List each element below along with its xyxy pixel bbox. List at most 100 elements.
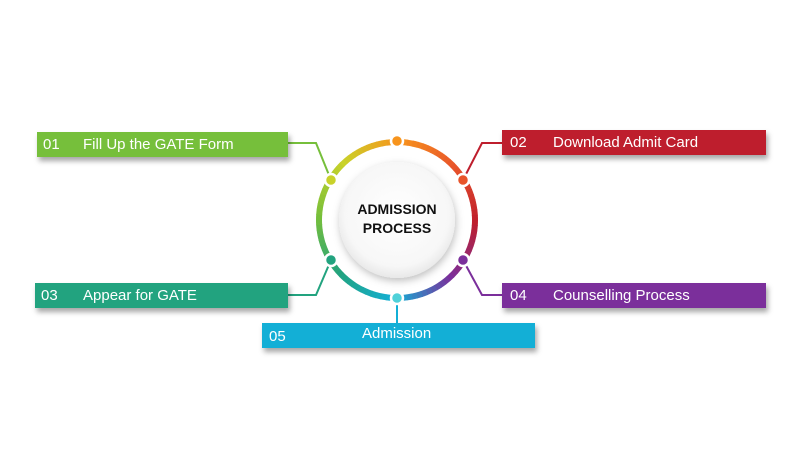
ring-segment <box>339 158 349 167</box>
ring-segment <box>375 292 383 300</box>
ring-segment <box>446 159 455 168</box>
step-01-bar: 01 Fill Up the GATE Form <box>37 132 288 157</box>
step-04-label: Counselling Process <box>553 287 690 304</box>
step-03-bar: 03 Appear for GATE <box>35 283 288 308</box>
ring-segment <box>316 203 324 211</box>
ring-node-03 <box>323 252 339 268</box>
ring-segment <box>318 193 327 201</box>
ring-segment <box>434 149 443 159</box>
step-04-number: 04 <box>510 287 527 304</box>
ring-segment <box>335 268 344 278</box>
center-title: ADMISSION PROCESS <box>332 200 462 238</box>
ring-segment <box>450 162 459 172</box>
ring-segment <box>438 279 447 288</box>
ring-segment <box>425 145 434 154</box>
ring-segment <box>318 238 326 247</box>
ring-segment <box>320 243 328 251</box>
ring-segment <box>360 286 369 295</box>
ring-segment <box>465 244 474 252</box>
ring-node-05 <box>389 290 405 306</box>
ring-segment <box>469 234 477 242</box>
ring-segment <box>471 224 478 232</box>
connector-line-03 <box>288 259 332 296</box>
ring-segment <box>365 288 373 297</box>
ring-segment <box>421 143 429 152</box>
center-title-line2: PROCESS <box>362 220 432 236</box>
ring-segment <box>420 289 428 297</box>
ring-segment <box>442 155 451 165</box>
ring-segment <box>381 139 388 147</box>
ring-segment <box>411 140 419 148</box>
step-05-bar: 05 Admission <box>262 323 535 348</box>
ring-segment <box>445 273 455 282</box>
ring-segment <box>470 229 478 237</box>
step-03-number: 03 <box>41 287 58 304</box>
ring-segment <box>356 147 365 156</box>
step-01-label: Fill Up the GATE Form <box>83 136 234 153</box>
connector-line-04 <box>462 259 502 296</box>
ring-segment <box>316 208 323 216</box>
ring-segment <box>351 281 360 291</box>
step-04-bar: 04 Counselling Process <box>502 283 766 308</box>
ring-segment <box>366 143 374 151</box>
step-05-label: Admission <box>362 325 432 342</box>
ring-segment <box>336 162 345 171</box>
ring-segment <box>316 229 324 236</box>
ring-segment <box>442 276 451 285</box>
step-05-number: 05 <box>269 328 286 345</box>
ring-segment <box>416 141 424 150</box>
ring-segment <box>332 166 342 175</box>
ring-segment <box>468 193 476 202</box>
ring-segment <box>433 282 442 291</box>
ring-segment <box>449 269 458 278</box>
connector-line-02 <box>462 142 502 181</box>
ring-segment <box>370 141 379 149</box>
ring-segment <box>376 140 384 148</box>
ring-segment <box>406 293 413 301</box>
ring-segment <box>321 248 330 256</box>
ring-segment <box>467 239 476 247</box>
step-02-label: Download Admit Card <box>553 134 699 151</box>
ring-node-04 <box>455 252 471 268</box>
ring-segment <box>429 284 438 293</box>
ring-segment <box>347 152 356 161</box>
ring-segment <box>466 189 474 197</box>
ring-segment <box>355 284 364 293</box>
ring-segment <box>343 275 352 285</box>
step-03-label: Appear for GATE <box>83 287 197 304</box>
ring-segment <box>415 291 424 299</box>
ring-segment <box>339 272 348 281</box>
ring-segment <box>347 279 356 288</box>
ring-segment <box>471 209 478 216</box>
ring-segment <box>470 204 478 211</box>
step-02-bar: 02 Download Admit Card <box>502 130 766 155</box>
ring-segment <box>361 144 369 153</box>
ring-segment <box>430 147 439 156</box>
step-01-number: 01 <box>43 136 60 153</box>
ring-node-02 <box>455 172 471 188</box>
ring-segment <box>452 265 462 274</box>
ring-segment <box>370 290 378 299</box>
ring-segment <box>406 139 414 147</box>
ring-segment <box>380 293 388 301</box>
ring-segment <box>317 233 325 241</box>
ring-segment <box>343 155 352 164</box>
ring-segment <box>464 184 473 192</box>
ring-segment <box>332 265 341 274</box>
ring-segment <box>320 188 329 196</box>
ring-node-01 <box>323 172 339 188</box>
ring-segment <box>469 199 477 207</box>
center-disc <box>339 162 455 278</box>
ring-segment <box>410 292 418 300</box>
ring-segment <box>352 149 361 158</box>
ring-segment <box>438 152 447 161</box>
ring-segment <box>317 198 325 206</box>
ring-node-top <box>389 133 405 149</box>
ring-segment <box>425 287 433 296</box>
connector-line-01 <box>288 142 332 181</box>
center-title-line1: ADMISSION <box>357 201 437 217</box>
ring-segment <box>453 166 462 175</box>
ring-segment <box>316 224 323 231</box>
